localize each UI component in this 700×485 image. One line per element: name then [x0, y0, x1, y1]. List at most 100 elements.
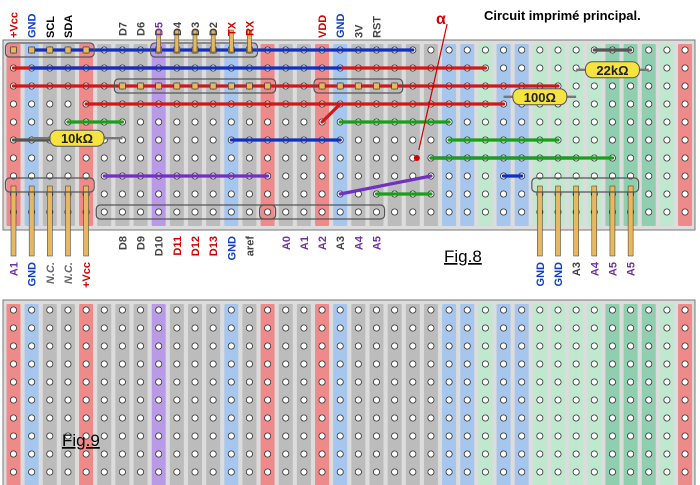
fig9-hole [9, 324, 17, 332]
fig8-hole [481, 118, 489, 126]
fig9-hole [481, 432, 489, 440]
fig9-hole [209, 378, 217, 386]
fig9-hole [608, 414, 616, 422]
fig8-hole [155, 136, 163, 144]
fig9-strip [296, 304, 311, 485]
fig9-hole [391, 468, 399, 476]
fig8-hole [173, 208, 181, 216]
header-pin [318, 82, 326, 90]
fig8-hole [391, 136, 399, 144]
fig9-hole [500, 396, 508, 404]
top-mid-pin-label: TX [226, 21, 238, 36]
fig8-strip [333, 44, 348, 226]
fig9-hole [572, 432, 580, 440]
fig9-hole [282, 468, 290, 476]
fig8-hole [209, 118, 217, 126]
fig9-hole [264, 360, 272, 368]
fig9-hole [137, 414, 145, 422]
fig8-hole [336, 172, 344, 180]
fig8-hole [64, 154, 72, 162]
fig8-hole [572, 118, 580, 126]
header-lead [65, 185, 71, 257]
fig8-hole [627, 82, 635, 90]
top-left-pin-label: SCL [45, 16, 57, 38]
pin-header [95, 204, 277, 220]
fig9-hole [191, 306, 199, 314]
header-pin [191, 82, 199, 90]
fig9-hole [354, 378, 362, 386]
fig9-hole [681, 396, 689, 404]
fig9-hole [518, 450, 526, 458]
top-left-pin-label: +Vcc [9, 12, 21, 38]
fig9-hole [536, 468, 544, 476]
fig9-hole [173, 378, 181, 386]
fig8-hole [318, 172, 326, 180]
fig8-strip [659, 44, 674, 226]
fig9-hole [409, 432, 417, 440]
fig9-hole [264, 414, 272, 422]
fig9-strip [569, 304, 584, 485]
fig9-hole [191, 468, 199, 476]
fig9-hole [318, 396, 326, 404]
fig9-strip [97, 304, 112, 485]
fig9-hole [64, 306, 72, 314]
fig8-hole [518, 208, 526, 216]
bottom-mid-pin-label: A0 [281, 236, 293, 250]
fig9-hole [118, 324, 126, 332]
fig9-hole [227, 450, 235, 458]
fig9-hole [590, 396, 598, 404]
fig8-hole [264, 208, 272, 216]
bottom-right-pin-label: GND [553, 262, 565, 287]
fig9-hole [445, 324, 453, 332]
fig9-hole [155, 378, 163, 386]
pin-header [531, 177, 640, 193]
fig9-hole [590, 414, 598, 422]
fig9-hole [227, 324, 235, 332]
fig8-hole [445, 190, 453, 198]
fig8-hole [300, 154, 308, 162]
fig9-hole [300, 414, 308, 422]
fig9-hole [46, 396, 54, 404]
fig9-hole [409, 342, 417, 350]
header-pin [119, 82, 126, 90]
fig9-hole [409, 414, 417, 422]
fig9-hole [590, 432, 598, 440]
fig8-hole [500, 118, 508, 126]
fig9-hole [227, 396, 235, 404]
fig9-strip [188, 304, 202, 485]
fig9-hole [445, 306, 453, 314]
fig9-hole [554, 396, 562, 404]
fig9-hole [318, 378, 326, 386]
fig8-hole [372, 172, 380, 180]
fig9-hole [391, 360, 399, 368]
fig9-strip [60, 304, 75, 485]
fig9-hole [590, 468, 598, 476]
fig9-hole [191, 414, 199, 422]
fig9-hole [209, 432, 217, 440]
fig9-hole [427, 414, 435, 422]
fig9-hole [627, 450, 635, 458]
fig9-hole [481, 468, 489, 476]
fig8-hole [391, 172, 399, 180]
fig9-hole [209, 468, 217, 476]
page-title: Circuit imprimé principal. [484, 8, 641, 23]
fig8-hole [427, 46, 435, 54]
fig8-hole [118, 154, 126, 162]
fig9-hole [372, 378, 380, 386]
fig8-hole [663, 82, 671, 90]
fig8-strip [206, 44, 221, 226]
wire-layer [11, 48, 633, 196]
fig9-strip [496, 304, 511, 485]
fig8-hole [681, 208, 689, 216]
bottom-mid-pin-label: A3 [335, 236, 347, 250]
header-pin [264, 82, 271, 90]
fig9-hole [300, 306, 308, 314]
fig9-hole [608, 342, 616, 350]
fig8-hole [28, 118, 36, 126]
fig8-hole [627, 100, 635, 108]
fig9-hole [137, 324, 145, 332]
fig9-hole [627, 432, 635, 440]
resistor-body [584, 61, 640, 79]
fig8-strip [133, 44, 148, 226]
